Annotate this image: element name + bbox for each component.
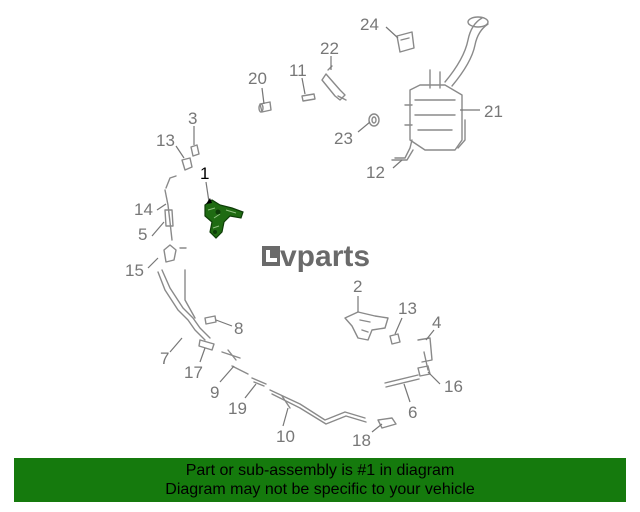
callout-1: 1 bbox=[200, 164, 209, 183]
parts-diagram: 24 22 11 20 21 23 12 3 13 1 14 5 15 8 7 … bbox=[125, 15, 503, 450]
check-valve bbox=[204, 315, 217, 325]
nozzle-clip-rear bbox=[389, 333, 401, 345]
bracket bbox=[396, 31, 415, 53]
washer-reservoir bbox=[404, 16, 489, 151]
callout-10: 10 bbox=[276, 427, 295, 446]
hose-connector-5 bbox=[164, 209, 174, 227]
lvparts-logo: vparts bbox=[262, 240, 370, 273]
callout-21: 21 bbox=[484, 102, 503, 121]
washer-hose-long bbox=[157, 269, 211, 341]
callout-3: 3 bbox=[188, 109, 197, 128]
grommet bbox=[368, 113, 380, 127]
nozzle-clip bbox=[181, 157, 193, 171]
washer-pump bbox=[321, 65, 347, 101]
hose-straight bbox=[384, 374, 420, 388]
washer-hose-rear bbox=[269, 389, 367, 425]
nozzle-cap bbox=[190, 144, 200, 157]
banner-line-2: Diagram may not be specific to your vehi… bbox=[165, 481, 475, 498]
callout-16: 16 bbox=[444, 377, 463, 396]
callout-24: 24 bbox=[360, 15, 379, 34]
highlighted-part-1 bbox=[204, 199, 244, 239]
hose-segment bbox=[221, 349, 249, 375]
hose-clamp bbox=[251, 377, 267, 387]
callout-22: 22 bbox=[320, 39, 339, 58]
callout-5: 5 bbox=[138, 225, 147, 244]
callout-11: 11 bbox=[289, 61, 307, 80]
callout-2: 2 bbox=[353, 277, 362, 296]
info-banner: Part or sub-assembly is #1 in diagram Di… bbox=[14, 458, 626, 502]
callout-13b: 13 bbox=[398, 299, 417, 318]
washer-hose-upper bbox=[164, 175, 177, 241]
callout-17: 17 bbox=[184, 363, 203, 382]
callout-20: 20 bbox=[248, 69, 267, 88]
logo-text: vparts bbox=[280, 240, 370, 273]
leader-lines bbox=[147, 26, 480, 433]
callout-23: 23 bbox=[334, 129, 353, 148]
callout-7: 7 bbox=[160, 349, 169, 368]
hose-elbow bbox=[377, 417, 397, 429]
callout-12: 12 bbox=[366, 163, 385, 182]
callout-15: 15 bbox=[125, 261, 144, 280]
callout-6: 6 bbox=[408, 403, 417, 422]
callout-13: 13 bbox=[156, 131, 175, 150]
banner-line-1: Part or sub-assembly is #1 in diagram bbox=[185, 462, 455, 479]
washer-hose-small bbox=[301, 93, 316, 102]
bracket-assembly bbox=[344, 311, 389, 341]
callout-14: 14 bbox=[134, 200, 153, 219]
nozzle-elbow bbox=[417, 337, 433, 371]
arrow-part-1 bbox=[206, 198, 212, 204]
callout-4: 4 bbox=[432, 313, 441, 332]
filler-tube bbox=[391, 139, 414, 161]
callout-9: 9 bbox=[210, 383, 219, 402]
hose-connector bbox=[258, 101, 272, 113]
hose-fitting bbox=[417, 365, 431, 377]
lv-logo-icon bbox=[262, 246, 280, 266]
callout-19: 19 bbox=[228, 399, 247, 418]
hose-joint bbox=[198, 339, 215, 351]
callout-18: 18 bbox=[352, 431, 371, 450]
callout-8: 8 bbox=[234, 319, 243, 338]
hose-tee bbox=[163, 244, 187, 263]
